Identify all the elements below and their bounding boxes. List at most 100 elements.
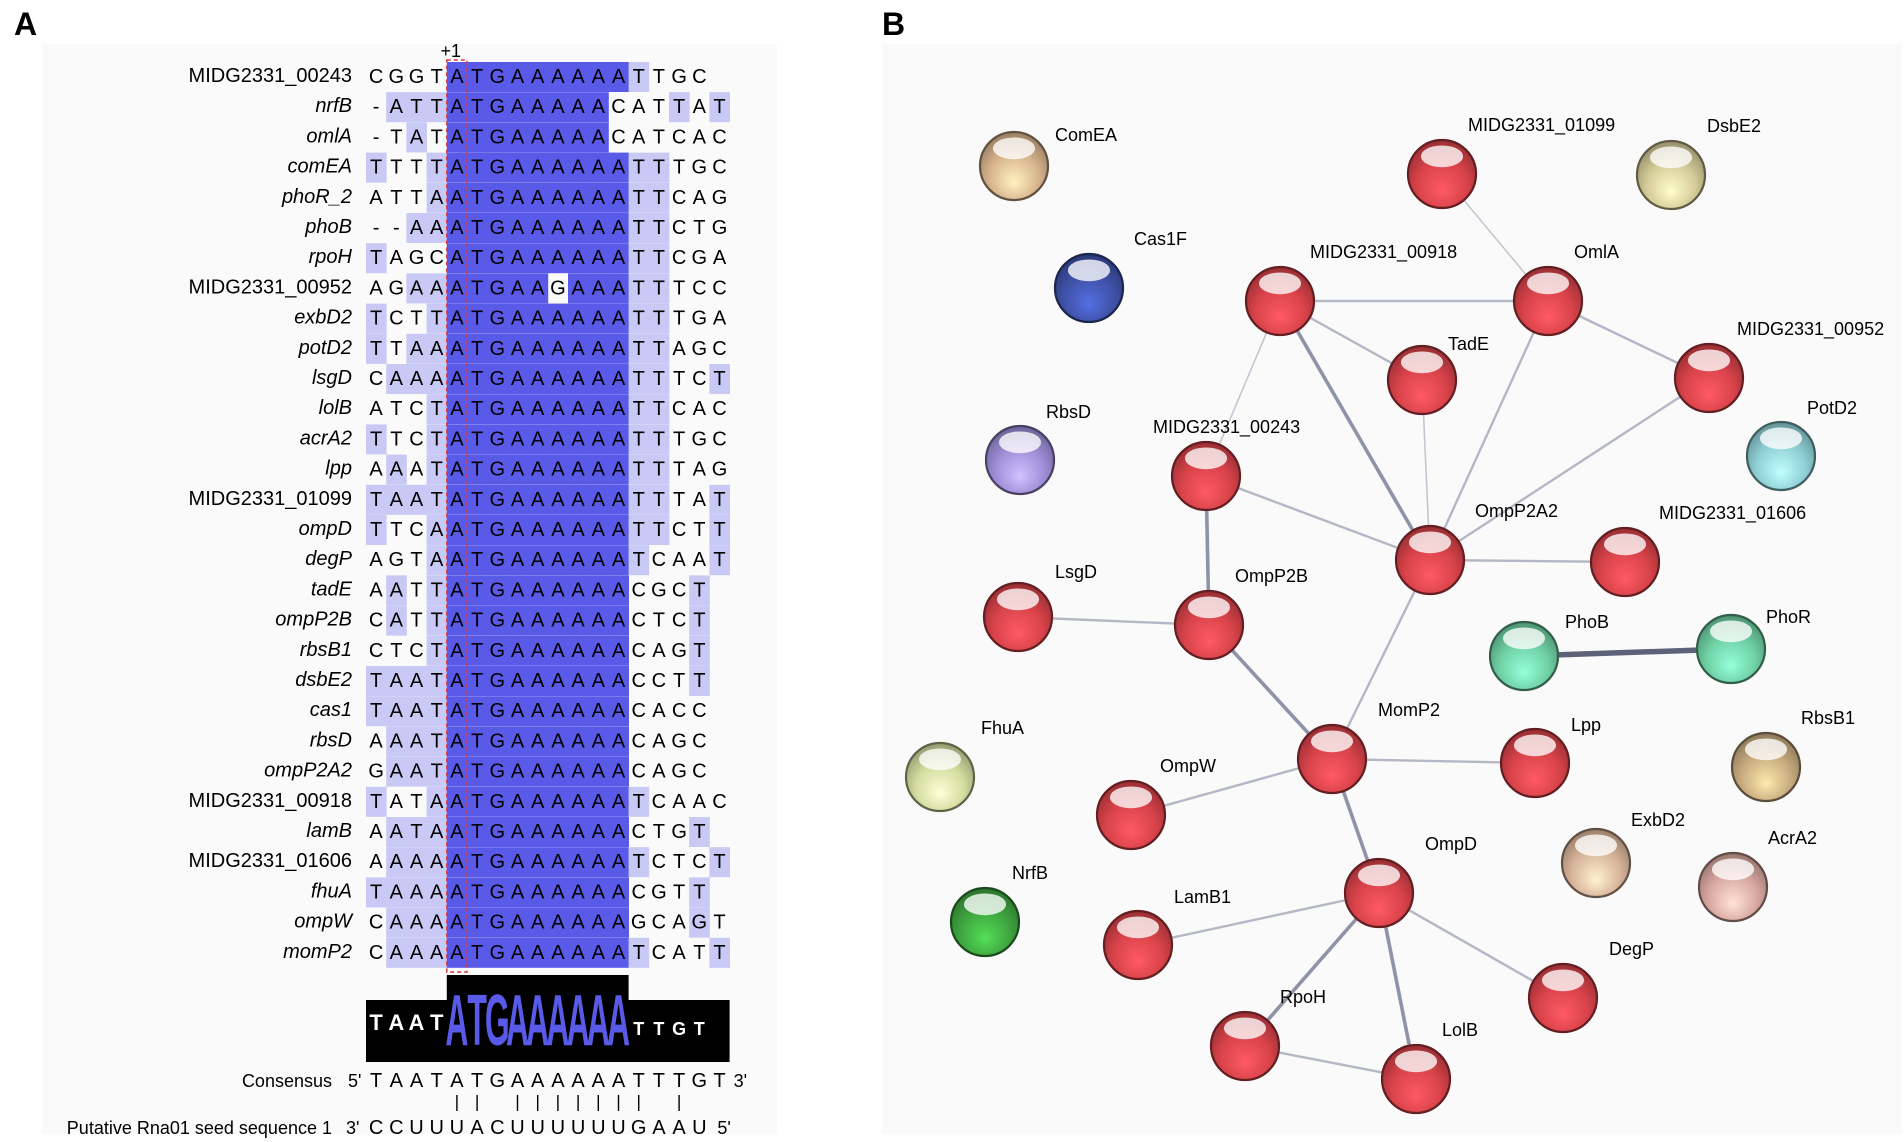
residue: A [450, 428, 464, 450]
residue: A [531, 549, 545, 571]
residue: A [511, 821, 525, 843]
residue: A [410, 881, 424, 903]
gene-name: MIDG2331_01099 [189, 488, 352, 510]
residue: A [612, 398, 626, 420]
residue: A [511, 881, 525, 903]
logo-letter: T [369, 1010, 383, 1035]
residue: T [653, 217, 665, 239]
node-label: MIDG2331_01099 [1468, 115, 1615, 136]
conserved-cell [507, 696, 528, 727]
conserved-cell [467, 877, 488, 908]
residue: G [712, 187, 728, 209]
conserved-cell [446, 152, 468, 183]
residue: A [592, 489, 606, 511]
residue: T [673, 670, 685, 692]
conserved-cell [608, 454, 629, 485]
residue: T [633, 851, 645, 873]
residue: T [653, 428, 665, 450]
residue: G [368, 761, 384, 783]
network-edge [1330, 558, 1432, 761]
logo-letter: A [587, 979, 610, 1061]
conserved-cell [547, 333, 569, 364]
conserved-cell [446, 786, 468, 817]
residue: A [551, 730, 565, 752]
residue: A [612, 247, 626, 269]
conserved-cell [527, 92, 549, 123]
residue: C [369, 942, 383, 964]
seed-label: Putative Rna01 seed sequence 1 [67, 1118, 332, 1138]
residue: T [633, 217, 645, 239]
residue: - [373, 126, 380, 148]
partial-cell [628, 333, 650, 364]
residue: A [511, 942, 525, 964]
residue: A [592, 700, 606, 722]
residue: A [531, 579, 545, 601]
network-node: MIDG2331_00918 [1244, 242, 1457, 337]
partial-cell [648, 213, 670, 243]
residue: G [671, 730, 687, 752]
residue: A [571, 217, 585, 239]
residue: A [450, 519, 464, 541]
network-node: MIDG2331_01099 [1406, 115, 1615, 210]
residue: A [571, 519, 585, 541]
network-node: Lpp [1499, 715, 1601, 799]
residue: T [673, 277, 685, 299]
conserved-cell [547, 666, 569, 696]
partial-cell [366, 303, 387, 334]
residue: T [471, 579, 483, 601]
conserved-cell [547, 182, 569, 213]
residue: A [430, 821, 444, 843]
residue: A [612, 66, 626, 88]
residue: T [653, 66, 665, 88]
conserved-cell [568, 545, 589, 576]
conserved-cell [446, 605, 468, 636]
conserved-cell [608, 817, 629, 847]
residue: A [571, 700, 585, 722]
residue: T [633, 247, 645, 269]
residue: T [673, 881, 685, 903]
conserved-cell [608, 394, 629, 425]
residue: T [673, 96, 685, 118]
residue: A [571, 549, 585, 571]
conserved-cell [588, 756, 609, 787]
residue: G [631, 912, 647, 934]
residue: A [531, 187, 545, 209]
residue: A [390, 459, 404, 481]
gene-name: degP [305, 548, 352, 570]
partial-cell [689, 605, 710, 636]
conserved-cell [446, 243, 468, 274]
residue: T [471, 851, 483, 873]
residue: A [571, 157, 585, 179]
node-highlight [1258, 272, 1302, 295]
conserved-cell [507, 817, 528, 847]
conserved-cell [588, 696, 609, 727]
gene-name: omlA [306, 125, 352, 147]
residue: A [592, 549, 606, 571]
residue: A [390, 912, 404, 934]
logo-letter: A [445, 979, 468, 1061]
residue: A [592, 157, 606, 179]
conserved-cell [487, 394, 508, 425]
residue: C [692, 730, 706, 752]
partial-cell [689, 635, 710, 666]
node-highlight [1408, 531, 1452, 554]
conserved-cell [588, 726, 609, 757]
residue: A [430, 851, 444, 873]
residue: A [410, 126, 424, 148]
partial-cell [689, 575, 710, 606]
partial-cell [406, 333, 427, 364]
gene-name: ompD [299, 518, 352, 540]
network-node: MomP2 [1296, 700, 1440, 795]
conserved-cell [467, 635, 488, 666]
conserved-cell [507, 62, 528, 92]
partial-cell [386, 937, 407, 968]
conserved-cell [568, 726, 589, 757]
residue: C [631, 579, 645, 601]
residue: A [713, 247, 727, 269]
residue: A [612, 579, 626, 601]
conserved-cell [507, 424, 528, 455]
residue: A [511, 217, 525, 239]
residue: T [713, 851, 725, 873]
